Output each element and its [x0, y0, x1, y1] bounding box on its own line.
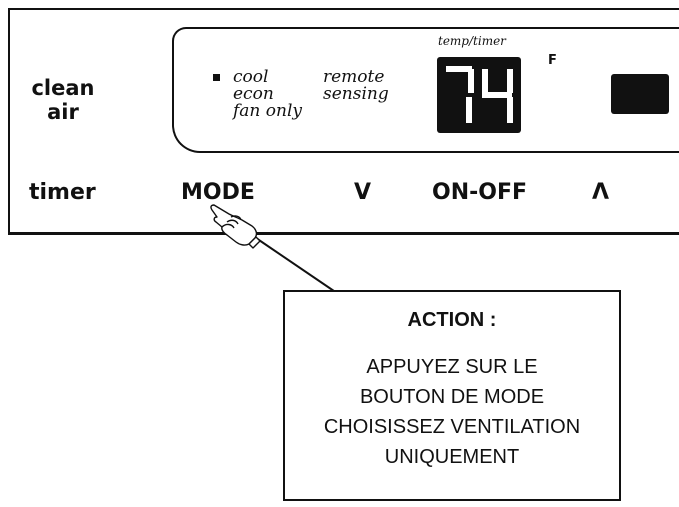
mode-button[interactable]: MODE: [181, 180, 255, 205]
clean-air-label-line2: air: [47, 100, 79, 124]
callout-title: ACTION :: [407, 309, 497, 331]
action-callout: [283, 290, 621, 501]
temp-timer-label: temp/timer: [438, 34, 506, 48]
timer-button[interactable]: timer: [29, 180, 96, 205]
clean-air-label-line1: clean: [31, 76, 95, 100]
up-button[interactable]: Λ: [592, 180, 610, 205]
mode-cool: cool: [233, 67, 269, 87]
callout-line-3: CHOISISSEZ VENTILATION: [323, 416, 581, 438]
callout-line-2: BOUTON DE MODE: [359, 386, 545, 408]
mode-econ: econ: [233, 84, 274, 104]
panel-top-border: [8, 8, 679, 10]
on-off-button[interactable]: ON-OFF: [432, 180, 528, 205]
down-button[interactable]: V: [354, 180, 372, 205]
temperature-display: 74: [437, 57, 521, 133]
clean-air-button[interactable]: clean air: [24, 76, 102, 124]
mode-list: cool econ fan only: [233, 69, 302, 120]
display-window: [172, 27, 679, 153]
mode-fan-only: fan only: [233, 101, 303, 121]
remote-sensing-line2: sensing: [323, 84, 389, 104]
temperature-unit: F: [548, 53, 557, 68]
panel-bottom-border: [8, 232, 679, 235]
callout-line-1: APPUYEZ SUR LE: [366, 356, 538, 378]
pointing-hand-icon: [210, 204, 261, 249]
remote-sensing-line1: remote: [323, 67, 385, 87]
secondary-display: [611, 74, 669, 114]
seven-segment-digits: [446, 66, 513, 123]
panel-left-border: [8, 8, 10, 235]
remote-sensing-label: remote sensing: [323, 69, 389, 103]
square-bullet-icon: [213, 74, 220, 81]
callout-line-4: UNIQUEMENT: [384, 446, 520, 468]
